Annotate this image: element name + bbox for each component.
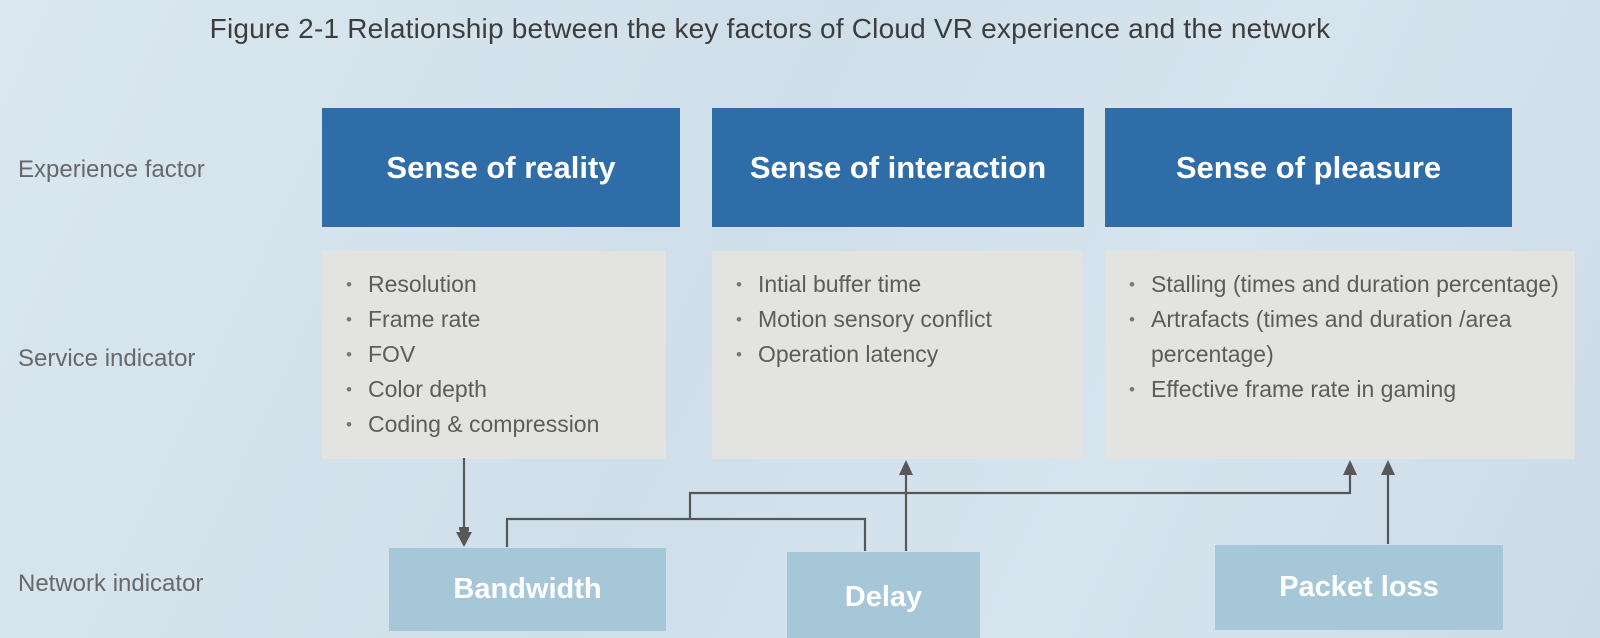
row-label-service-indicator: Service indicator [18, 345, 196, 372]
experience-box-sense-of-pleasure: Sense of pleasure [1105, 108, 1512, 227]
arrowhead-up-pleasure-left [1343, 460, 1357, 475]
network-box-delay: Delay [787, 552, 980, 638]
experience-box-sense-of-reality: Sense of reality [322, 108, 680, 227]
network-box-packet-loss: Packet loss [1215, 545, 1503, 630]
arrowhead-down-bandwidth [456, 532, 472, 547]
row-label-network-indicator: Network indicator [18, 570, 204, 597]
list-item: Frame rate [344, 302, 656, 337]
service-indicator-list: Intial buffer time Motion sensory confli… [734, 267, 1072, 372]
arrowhead-up-pleasure-right [1381, 460, 1395, 475]
network-box-bandwidth: Bandwidth [389, 548, 666, 631]
service-indicator-list: Stalling (times and duration percentage)… [1127, 267, 1565, 407]
service-indicator-box-pleasure: Stalling (times and duration percentage)… [1105, 251, 1575, 459]
list-item: FOV [344, 337, 656, 372]
list-item: Resolution [344, 267, 656, 302]
list-item: Coding & compression [344, 407, 656, 442]
list-item: Motion sensory conflict [734, 302, 1072, 337]
list-item: Artrafacts (times and duration /area per… [1127, 302, 1565, 372]
figure-title: Figure 2-1 Relationship between the key … [209, 13, 1331, 44]
list-item: Color depth [344, 372, 656, 407]
service-indicator-list: Resolution Frame rate FOV Color depth Co… [344, 267, 656, 442]
list-item: Intial buffer time [734, 267, 1072, 302]
list-item: Effective frame rate in gaming [1127, 372, 1565, 407]
arrowhead-up-interaction [899, 460, 913, 475]
row-label-experience-factor: Experience factor [18, 156, 205, 183]
experience-box-sense-of-interaction: Sense of interaction [712, 108, 1084, 227]
list-item: Operation latency [734, 337, 1072, 372]
service-indicator-box-interaction: Intial buffer time Motion sensory confli… [712, 251, 1082, 459]
service-indicator-box-reality: Resolution Frame rate FOV Color depth Co… [322, 251, 666, 459]
connector-bandwidth-delay [505, 517, 867, 551]
connector-tree-to-pleasure [688, 474, 1352, 519]
list-item: Stalling (times and duration percentage) [1127, 267, 1565, 302]
